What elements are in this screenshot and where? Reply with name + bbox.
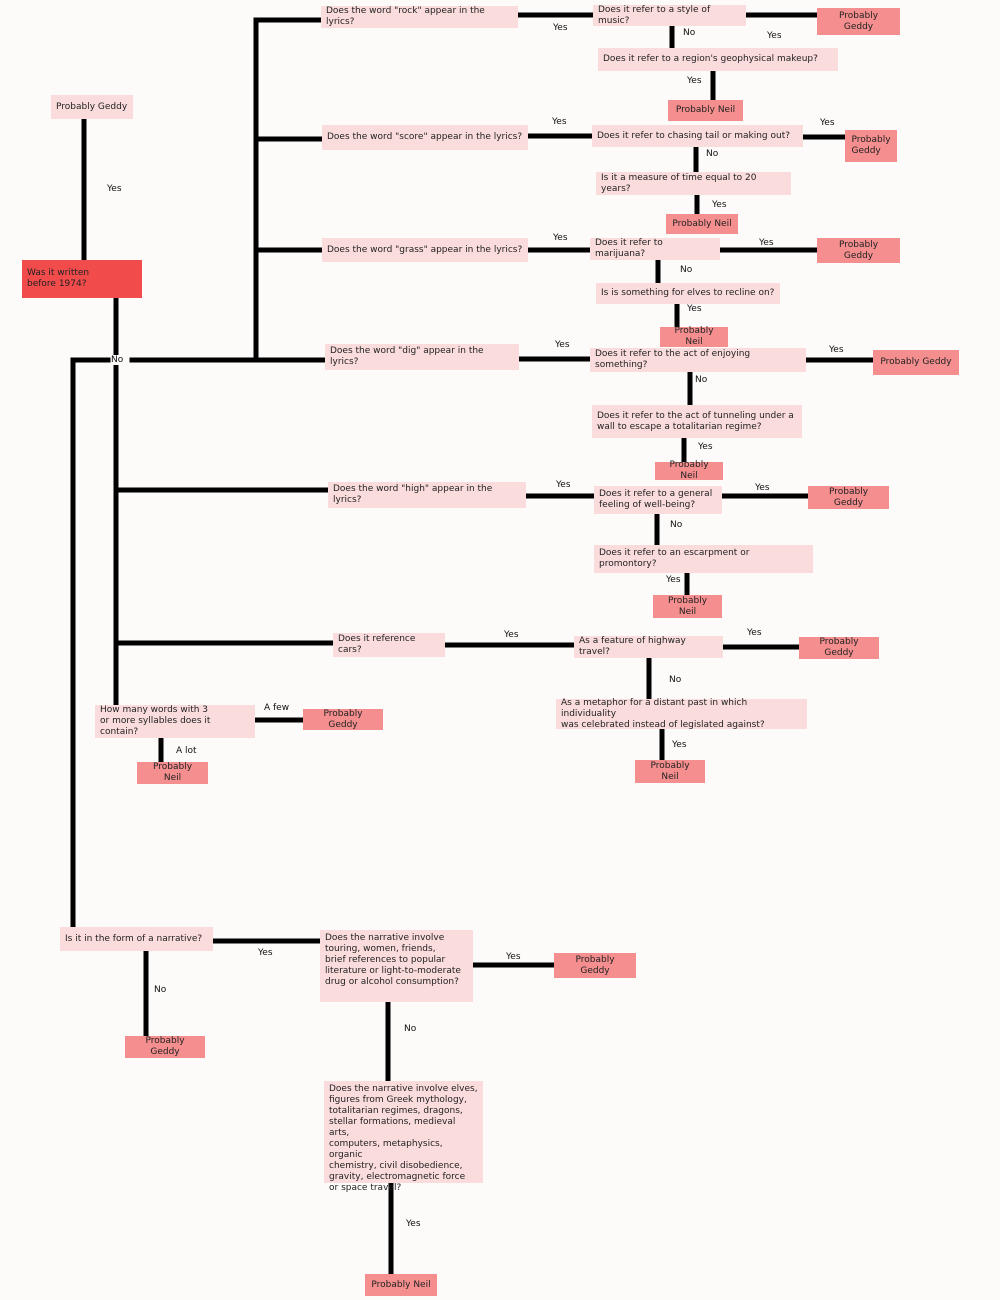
high-question: Does the word "high" appear in the lyric… [328,482,526,508]
rock-geo-question: Does it refer to a region's geophysical … [598,48,838,71]
dig-enjoy-question: Does it refer to the act of enjoying som… [590,348,806,372]
dig-probably-geddy: Probably Geddy [873,350,959,375]
label-yes: Yes [553,233,568,243]
label-a-few: A few [264,703,290,713]
syllables-question: How many words with 3 or more syllables … [95,705,255,738]
label-yes: Yes [553,23,568,33]
high-probably-neil: Probably Neil [653,595,722,618]
dig-tunnel-question: Does it refer to the act of tunneling un… [592,405,802,438]
label-no: No [706,149,719,159]
narrative-probably-geddy: Probably Geddy [554,953,636,978]
narrative-question: Is it in the form of a narrative? [60,927,213,951]
grass-question: Does the word "grass" appear in the lyri… [322,238,528,262]
score-question: Does the word "score" appear in the lyri… [322,125,528,150]
label-root-no: No [111,355,124,365]
grass-elves-question: Is is something for elves to recline on? [596,283,780,304]
start-probably-geddy: Probably Geddy [51,95,133,119]
grass-probably-geddy: Probably Geddy [817,238,900,263]
grass-probably-neil: Probably Neil [660,326,728,347]
label-yes: Yes [687,76,702,86]
narrative-touring-question: Does the narrative involve touring, wome… [320,930,473,1002]
label-yes: Yes [687,304,702,314]
label-no: No [670,520,683,530]
label-no: No [695,375,708,385]
syllables-probably-neil: Probably Neil [137,762,208,784]
label-yes: Yes [552,117,567,127]
cars-probably-neil: Probably Neil [635,760,705,783]
rock-question: Does the word "rock" appear in the lyric… [321,6,518,28]
cars-probably-geddy: Probably Geddy [799,637,879,659]
label-a-lot: A lot [176,746,197,756]
high-probably-geddy: Probably Geddy [808,486,889,509]
label-yes: Yes [666,575,681,585]
label-no: No [404,1024,417,1034]
label-yes: Yes [406,1219,421,1229]
label-yes: Yes [747,628,762,638]
label-yes: Yes [820,118,835,128]
cars-highway-question: As a feature of highway travel? [574,636,723,658]
label-yes: Yes [672,740,687,750]
root-question: Was it written before 1974? [22,260,142,298]
rock-probably-neil: Probably Neil [668,100,743,121]
label-yes: Yes [555,340,570,350]
label-yes: Yes [767,31,782,41]
label-yes: Yes [755,483,770,493]
label-yes: Yes [712,200,727,210]
dig-probably-neil: Probably Neil [655,460,723,481]
label-no: No [680,265,693,275]
label-yes: Yes [829,345,844,355]
score-time-question: Is it a measure of time equal to 20 year… [596,172,791,195]
label-no: No [683,28,696,38]
score-probably-geddy: Probably Geddy [845,130,897,162]
high-wellbeing-question: Does it refer to a general feeling of we… [594,486,722,514]
cars-question: Does it reference cars? [333,633,445,657]
label-yes: Yes [506,952,521,962]
label-yes: Yes [504,630,519,640]
score-tail-question: Does it refer to chasing tail or making … [592,125,803,147]
dig-question: Does the word "dig" appear in the lyrics… [325,344,519,370]
label-yes: Yes [698,442,713,452]
syllables-probably-geddy: Probably Geddy [303,709,383,730]
label-yes: Yes [759,238,774,248]
high-escarpment-question: Does it refer to an escarpment or promon… [594,545,813,573]
narrative-no-probably-geddy: Probably Geddy [125,1036,205,1058]
grass-marijuana-question: Does it refer to marijuana? [590,238,720,260]
narrative-probably-neil: Probably Neil [365,1274,437,1296]
narrative-elves-question: Does the narrative involve elves, figure… [324,1081,483,1193]
label-no: No [154,985,167,995]
rock-probably-geddy: Probably Geddy [817,8,900,35]
score-probably-neil: Probably Neil [666,214,738,234]
rock-music-question: Does it refer to a style of music? [593,5,746,26]
label-start-yes: Yes [107,184,122,194]
cars-metaphor-question: As a metaphor for a distant past in whic… [556,698,807,730]
label-no: No [669,675,682,685]
label-yes: Yes [258,948,273,958]
label-yes: Yes [556,480,571,490]
